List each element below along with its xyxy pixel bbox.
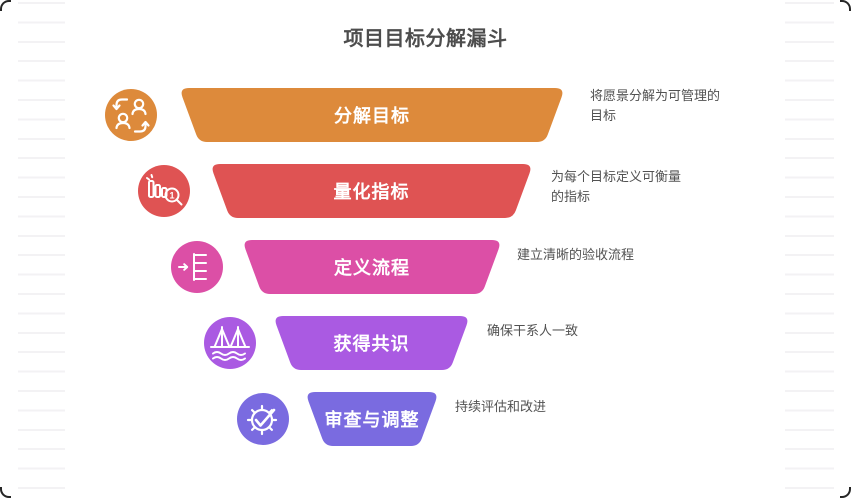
- left-margin-stripes: [18, 2, 65, 494]
- funnel-level-1-label: 分解目标: [334, 106, 410, 126]
- funnel-level-2-label: 量化指标: [333, 182, 410, 202]
- corner-mark-bottom-right: [840, 487, 851, 498]
- funnel-level-3-shape: [244, 240, 500, 294]
- funnel-level-4-description: 确保干系人一致: [487, 323, 579, 338]
- svg-text:1: 1: [169, 191, 174, 201]
- funnel-level-5-label: 审查与调整: [324, 410, 420, 430]
- funnel-level-4-shape: [275, 316, 468, 370]
- funnel-level-1-shape: [181, 88, 563, 142]
- page-title: 项目目标分解漏斗: [343, 28, 508, 50]
- corner-mark-top-right: [840, 0, 851, 11]
- funnel-level-2-description: 为每个目标定义可衡量的指标: [551, 169, 682, 204]
- funnel-level-4: 获得共识: [273, 316, 470, 370]
- corner-mark-bottom-left: [0, 487, 11, 498]
- gear-check-icon: [237, 393, 289, 445]
- corner-mark-top-left: [0, 0, 11, 11]
- funnel-level-3-description: 建立清晰的验收流程: [517, 247, 635, 262]
- funnel-level-3: 定义流程: [242, 240, 502, 294]
- funnel-level-2: 量化指标: [210, 164, 533, 218]
- funnel-level-2-shape: [212, 164, 531, 218]
- funnel-level-4-label: 获得共识: [333, 334, 410, 354]
- funnel-level-3-label: 定义流程: [334, 258, 410, 278]
- bar-chart-magnifier-icon: 1: [138, 165, 190, 217]
- funnel-level-5-shape: [307, 392, 437, 446]
- funnel-level-1-description: 将愿景分解为可管理的目标: [590, 88, 721, 123]
- bridge-icon: [204, 317, 256, 369]
- funnel-level-1: 分解目标: [179, 88, 565, 142]
- funnel-level-5-description: 持续评估和改进: [455, 399, 547, 414]
- funnel-level-5: 审查与调整: [305, 392, 439, 446]
- flow-branch-icon: [171, 241, 223, 293]
- right-margin-stripes: [785, 2, 834, 494]
- people-swap-icon: [105, 89, 157, 141]
